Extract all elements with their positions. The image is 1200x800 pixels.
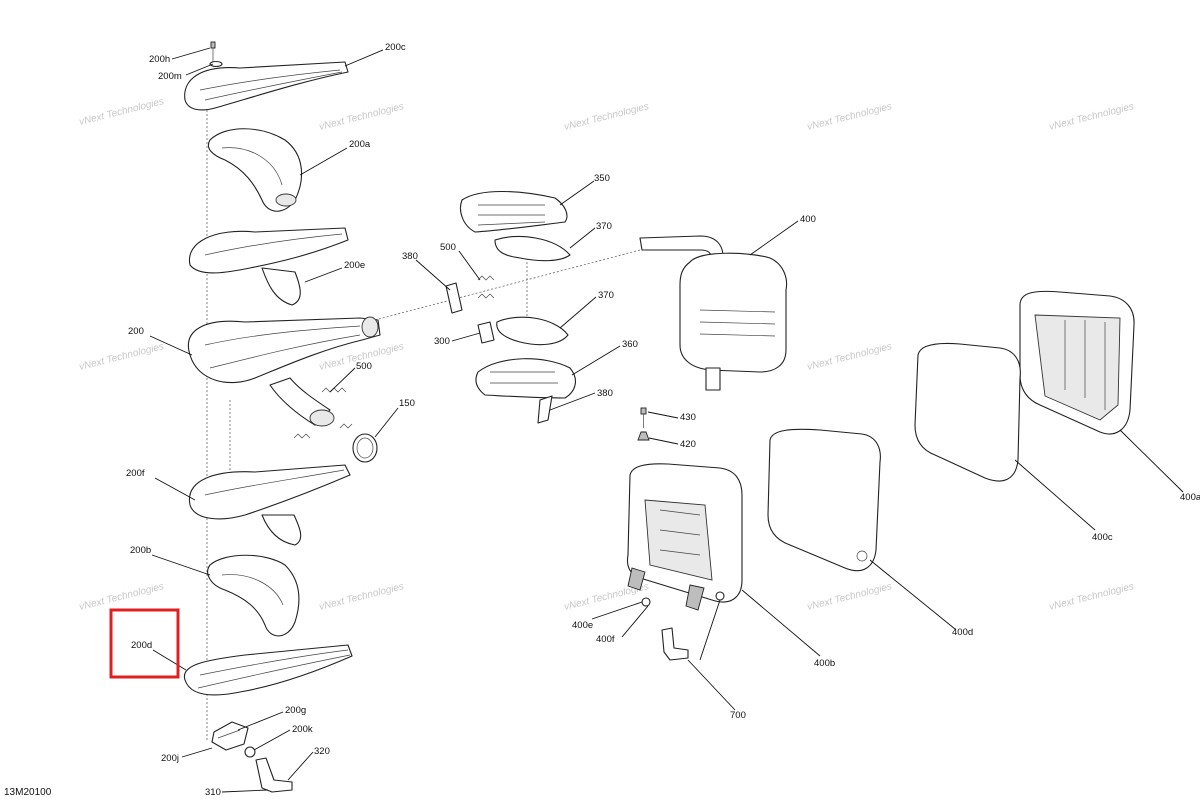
watermark: vNext Technologies [318,581,405,613]
label-700: 700 [730,710,746,721]
part-400a-heat-shield [1019,290,1135,435]
label-200e: 200e [344,260,365,271]
label-200m: 200m [158,71,182,82]
part-150-gasket [352,433,378,463]
part-200c-heat-shield [184,61,349,111]
label-320: 320 [314,746,330,757]
label-400d: 400d [952,627,973,638]
leader-lines [149,47,1184,793]
part-200g-bracket [211,721,249,751]
part-400-muffler [639,235,788,391]
label-420: 420 [680,439,696,450]
label-400b: 400b [814,658,835,669]
label-200a: 200a [349,139,371,150]
label-400a: 400a [1180,492,1200,503]
alignment-line [374,249,641,321]
label-200f: 200f [126,468,145,479]
part-380-clip [537,395,553,424]
label-400f: 400f [596,634,615,645]
part-420-grommet [637,431,650,441]
part-360-heat-sleeve [475,358,576,399]
watermark: vNext Technologies [806,101,893,133]
watermark: vNext Technologies [78,341,165,373]
part-200e-heat-shield [188,227,349,306]
part-labels: 200h 200m 200c 200a 200e 200 200f 200b 2… [126,42,1200,798]
label-360: 360 [622,339,638,350]
part-200f-heat-shield [188,464,351,546]
label-200j: 200j [161,753,179,764]
part-370-heat-shield [494,235,571,262]
label-430: 430 [680,412,696,423]
label-500-left: 500 [356,361,372,372]
label-200k: 200k [292,724,313,735]
label-380-upper: 380 [402,251,418,262]
label-400e: 400e [572,620,593,631]
watermark: vNext Technologies [1048,581,1135,613]
label-310: 310 [205,787,221,798]
part-500-spring [477,275,495,299]
part-700-bracket [661,627,689,661]
label-200c: 200c [385,42,406,53]
label-200b: 200b [130,545,151,556]
part-200d-heat-shield [183,644,353,696]
label-370-upper: 370 [596,221,612,232]
label-200d: 200d [131,640,152,651]
label-500-middle: 500 [440,242,456,253]
part-400b-muffler-body [626,463,743,611]
label-380-lower: 380 [597,388,613,399]
watermark: vNext Technologies [318,101,405,133]
watermark: vNext Technologies [563,101,650,133]
part-200k-nut [244,746,256,758]
part-200a-heat-shield [207,128,303,212]
label-400c: 400c [1092,532,1113,543]
watermark: vNext Technologies [806,341,893,373]
label-200h: 200h [149,54,170,65]
watermark: vNext Technologies [78,96,165,128]
part-200-exhaust-pipe [187,316,381,427]
highlight-box-200d [109,608,180,679]
label-200: 200 [128,326,144,337]
part-380-clip [445,282,463,314]
part-400d-heat-shield [767,428,881,572]
part-300-clamp [477,321,495,344]
part-370-heat-shield [496,316,569,346]
watermark: vNext Technologies [1048,101,1135,133]
label-370-lower: 370 [598,290,614,301]
part-200b-heat-shield [207,554,300,637]
label-200g: 200g [285,705,306,716]
label-150: 150 [399,398,415,409]
label-300: 300 [434,336,450,347]
part-350-heat-sleeve [459,190,568,233]
part-310-320-bracket [255,757,293,793]
watermark: vNext Technologies [806,581,893,613]
part-430-bolt [640,407,647,428]
label-400: 400 [800,214,816,225]
part-400c-heat-shield [914,342,1021,482]
label-350: 350 [594,173,610,184]
part-200h-bolt [209,41,223,68]
watermark: vNext Technologies [78,581,165,613]
drawing-code: 13M20100 [4,787,52,798]
